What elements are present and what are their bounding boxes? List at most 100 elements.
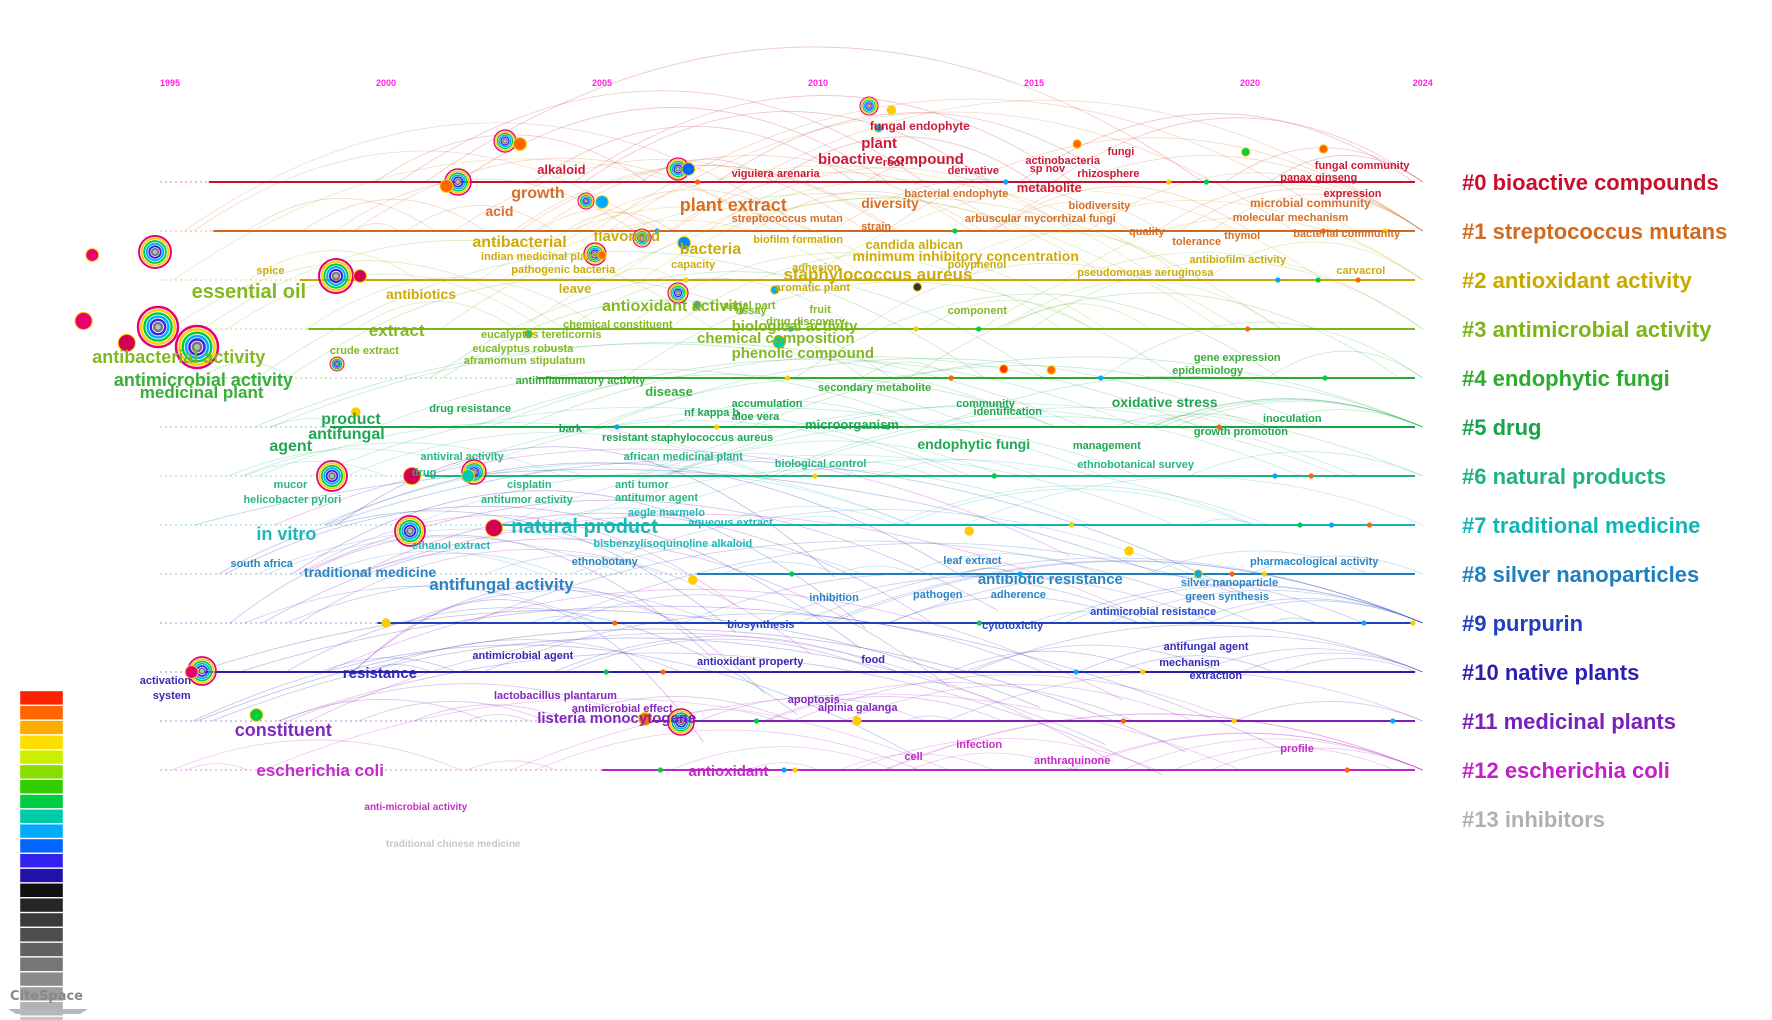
citation-arc [586, 544, 862, 575]
keyword-label: antibiofilm activity [1190, 254, 1287, 266]
citation-arc [564, 594, 836, 624]
timeline-dot [1120, 718, 1126, 724]
citation-arc [254, 343, 1055, 428]
timeline-dot [1068, 522, 1075, 528]
citation-arc [173, 158, 872, 281]
hub-ring [859, 96, 879, 116]
citation-arc [502, 165, 1161, 281]
citation-arc [964, 568, 1019, 575]
hub-ring [394, 515, 426, 547]
citation-hub [317, 257, 355, 295]
hub-ring [862, 99, 876, 113]
year-label: 2020 [1240, 78, 1260, 88]
citation-arc [838, 753, 994, 771]
citation-arc [1267, 350, 1424, 379]
citation-arc [483, 613, 1044, 673]
citation-arc [1234, 701, 1423, 722]
hub-ring [860, 97, 878, 115]
citation-arc [600, 358, 1259, 428]
keyword-label: gene expression [1194, 352, 1281, 364]
hub-ring [502, 138, 508, 144]
keyword-label: secondary metabolite [818, 382, 931, 394]
keyword-label: identification [974, 406, 1043, 418]
keyword-label: alkaloid [537, 162, 585, 177]
citation-arc [310, 406, 971, 477]
keyword-label: pseudomonas aeruginosa [1077, 267, 1214, 279]
keyword-label: infection [956, 739, 1002, 751]
citation-arc [298, 549, 811, 654]
keyword-label: arbuscular mycorrhizal fungi [965, 213, 1116, 225]
citation-arc [533, 125, 855, 183]
keyword-label: oxidative stress [1112, 394, 1218, 410]
keyword-label: escherichia coli [256, 761, 384, 780]
timeline-dot [614, 424, 620, 430]
citation-arc [797, 557, 1423, 624]
citation-arc [535, 155, 972, 232]
timeline-dot [1098, 375, 1104, 381]
keyword-label: fruit [809, 304, 831, 316]
citation-arc [538, 209, 662, 232]
hub-ring [677, 718, 685, 726]
keyword-label: viguiera arenaria [732, 168, 821, 180]
citation-hub [859, 96, 879, 116]
citation-arc [565, 277, 860, 330]
keyword-label: growth [511, 185, 564, 202]
keyword-node [249, 708, 264, 722]
citation-arc [601, 513, 713, 526]
timeline-dot [1244, 326, 1251, 332]
timeline-dot [952, 228, 958, 234]
timeline-dot [1344, 767, 1350, 773]
citation-arc [298, 514, 738, 608]
citation-arc [1071, 733, 1423, 771]
timeline-dot [991, 473, 997, 479]
legend-swatch [19, 986, 64, 1002]
citation-arc [1066, 732, 1423, 771]
keyword-label: mechanism [1159, 657, 1220, 669]
citation-arc [271, 418, 352, 428]
hub-ring [139, 309, 176, 346]
citation-arc [621, 458, 1255, 526]
citation-arc [324, 588, 1123, 701]
citation-arc [263, 698, 949, 771]
keyword-label: biosynthesis [727, 619, 794, 631]
citation-arc [246, 198, 436, 232]
hub-ring [635, 231, 649, 245]
cluster-label: #4 endophytic fungi [1462, 366, 1670, 391]
keyword-label: cytotoxicity [982, 620, 1044, 632]
hub-ring [150, 247, 160, 257]
keyword-label: tolerance [1172, 236, 1221, 248]
citation-arc [842, 684, 1194, 722]
keyword-label: pathogenic bacteria [511, 264, 616, 276]
citation-arc [565, 212, 674, 232]
keyword-label: antitumor activity [481, 494, 574, 506]
citation-arc [452, 407, 1104, 477]
keyword-label: eucalyptus tereticornis [481, 329, 601, 341]
hub-ring [326, 266, 346, 286]
citation-hub [493, 129, 517, 153]
hub-ring [636, 232, 648, 244]
keyword-label: inhibition [809, 592, 859, 604]
citation-arc [171, 739, 461, 771]
keyword-label: fungal endophyte [870, 119, 970, 133]
hub-ring [667, 708, 695, 736]
logo-base-shape [8, 1009, 88, 1014]
keyword-label: antitumor agent [615, 492, 698, 504]
hub-ring [332, 359, 342, 369]
citation-arc [398, 90, 925, 183]
citation-arc [557, 469, 1092, 526]
keyword-label: adhesion [792, 262, 841, 274]
citation-arc [534, 729, 920, 771]
citation-arc [322, 550, 541, 575]
hub-ring [136, 305, 180, 349]
legend-swatch [19, 690, 64, 706]
keyword-label: antimicrobial effect [572, 703, 673, 715]
keyword-label: bioactive compound [818, 151, 964, 168]
cluster-label: #7 traditional medicine [1462, 513, 1700, 538]
keyword-label: chemical composition [697, 330, 855, 347]
citation-arc [345, 431, 765, 477]
keyword-label: cell [904, 751, 922, 763]
keyword-node [353, 269, 367, 283]
citation-arc [352, 157, 774, 232]
keyword-node [351, 407, 361, 417]
hub-ring [328, 472, 336, 480]
